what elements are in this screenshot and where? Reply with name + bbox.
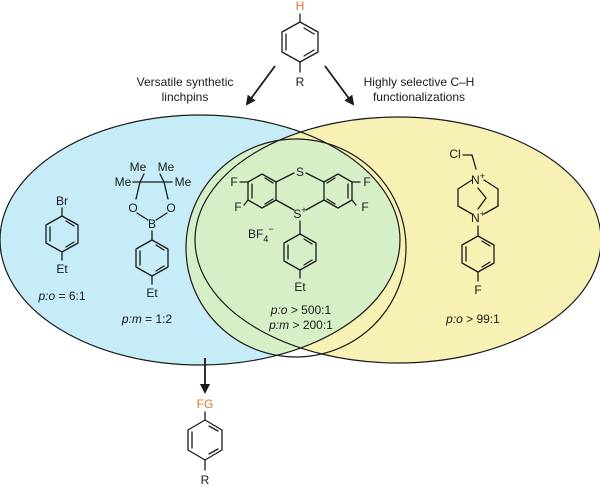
right-caption-line2: functionalizations [373, 90, 465, 104]
overlap-outline [185, 138, 407, 358]
right-caption-line1: Highly selective C–H [364, 75, 475, 89]
top-arene: H R [281, 0, 319, 89]
boronate-methyl: Me [175, 175, 192, 189]
fluoro-substituent: F [234, 200, 241, 214]
bromo-ratio: p:o = 6:1 [37, 289, 85, 303]
boronate-ratio: p:m = 1:2 [121, 312, 173, 326]
boronate-oxygen-left: O [128, 201, 137, 215]
left-caption-line2: linchpins [162, 90, 209, 104]
boronate-boron: B [148, 217, 156, 231]
boronate-methyl: Me [158, 160, 175, 174]
chloro-substituent: Cl [449, 147, 460, 161]
fluoro-substituent: F [363, 175, 370, 189]
thianthrenium-ratio-para-meta: p:m > 200:1 [268, 318, 333, 332]
thianthrenium-ratio-para-ortho: p:o > 500:1 [270, 303, 332, 317]
boronate-oxygen-right: O [166, 201, 175, 215]
left-caption-line1: Versatile synthetic [137, 75, 234, 89]
selectfluor-reagent: Cl N+ N+ F p:o > 99:1 [445, 147, 500, 326]
right-region-outline [194, 116, 600, 364]
product-functional-group: FG [197, 397, 214, 411]
counterion: BF4− [248, 224, 274, 244]
ammonium-bottom: N+ [471, 209, 485, 225]
sulfonium-center: S+ [293, 205, 306, 221]
product-substituent: R [201, 473, 210, 487]
bromo-halogen: Br [56, 194, 68, 208]
overlap-region [186, 139, 400, 357]
top-para-atom: H [296, 0, 305, 13]
arrow-to-right [324, 65, 355, 106]
fluoro-substituent: F [230, 175, 237, 189]
thianthrenium-salt: S S+ F F F F BF4− Et p:o > 500:1 p:m > 2… [230, 165, 370, 332]
boronate-substituent: Et [146, 286, 158, 300]
selectfluor-fluoro: F [474, 283, 481, 297]
selectfluor-ratio: p:o > 99:1 [445, 312, 500, 326]
thianthrenium-substituent: Et [294, 280, 306, 294]
boronate-arene: Me Me Me Me O O B Et p:m = 1:2 [115, 160, 192, 326]
top-substituent: R [296, 75, 305, 89]
bromo-arene: Br Et p:o = 6:1 [37, 194, 85, 303]
product-arene: FG R [187, 397, 223, 487]
boronate-methyl: Me [115, 175, 132, 189]
boronate-methyl: Me [130, 160, 147, 174]
bromo-substituent: Et [56, 262, 68, 276]
thianthrene-sulfur: S [296, 165, 304, 179]
ammonium-top: N+ [471, 171, 485, 187]
fluoro-substituent: F [361, 200, 368, 214]
left-region-outline [0, 114, 401, 366]
arrow-to-left [245, 65, 276, 106]
